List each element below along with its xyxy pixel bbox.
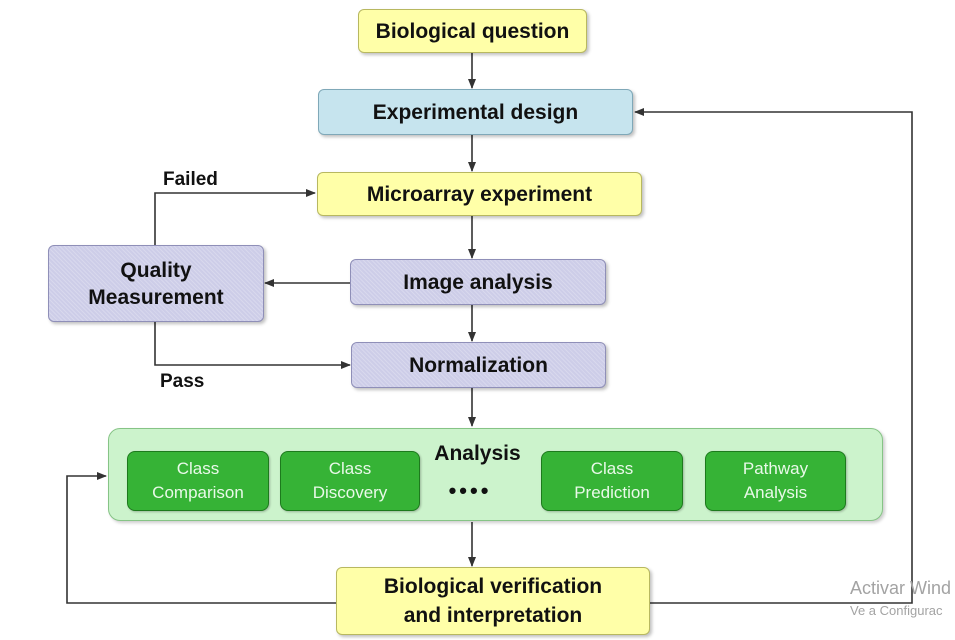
watermark-line1: Activar Wind — [850, 578, 952, 598]
node-biological-question: Biological question — [358, 9, 587, 53]
method-class-discovery: Class Discovery — [280, 451, 420, 511]
method-class-prediction-line1: Class — [590, 459, 634, 478]
arrow-verification-feedback-analysis — [66, 472, 336, 604]
node-normalization-label: Normalization — [409, 353, 548, 377]
node-biological-verification: Biological verification and interpretati… — [336, 567, 650, 635]
arrow-quality-failed — [154, 189, 316, 245]
analysis-ellipsis: •••• — [448, 478, 492, 503]
node-experimental-design-label: Experimental design — [372, 100, 579, 124]
node-quality-measurement: Quality Measurement — [48, 245, 264, 322]
edge-label-pass: Pass — [160, 371, 205, 392]
watermark-line2: Ve a Configurac — [850, 603, 943, 618]
node-biological-verification-line1: Biological verification — [383, 575, 603, 598]
method-pathway-analysis-line2: Analysis — [743, 483, 808, 502]
node-image-analysis: Image analysis — [350, 259, 606, 305]
method-class-comparison: Class Comparison — [127, 451, 269, 511]
arrow-verification-feedback-design — [634, 108, 913, 604]
arrow-quality-pass — [154, 322, 351, 369]
node-microarray-experiment: Microarray experiment — [317, 172, 642, 216]
node-normalization: Normalization — [351, 342, 606, 388]
method-class-comparison-line2: Comparison — [152, 483, 244, 502]
node-image-analysis-label: Image analysis — [403, 270, 553, 294]
edge-label-failed: Failed — [163, 169, 218, 190]
node-microarray-experiment-label: Microarray experiment — [366, 182, 593, 206]
node-quality-measurement-line1: Quality — [120, 258, 192, 282]
analysis-title: Analysis — [434, 442, 521, 465]
method-class-comparison-line1: Class — [176, 459, 220, 478]
method-pathway-analysis: Pathway Analysis — [705, 451, 846, 511]
method-class-prediction-line2: Prediction — [574, 483, 650, 502]
method-class-discovery-line1: Class — [328, 459, 372, 478]
node-quality-measurement-line2: Measurement — [88, 285, 224, 309]
method-pathway-analysis-line1: Pathway — [742, 459, 809, 478]
node-experimental-design: Experimental design — [318, 89, 633, 135]
node-biological-question-label: Biological question — [375, 19, 570, 43]
node-biological-verification-line2: and interpretation — [403, 604, 583, 627]
method-class-discovery-line2: Discovery — [312, 483, 388, 502]
method-class-prediction: Class Prediction — [541, 451, 683, 511]
